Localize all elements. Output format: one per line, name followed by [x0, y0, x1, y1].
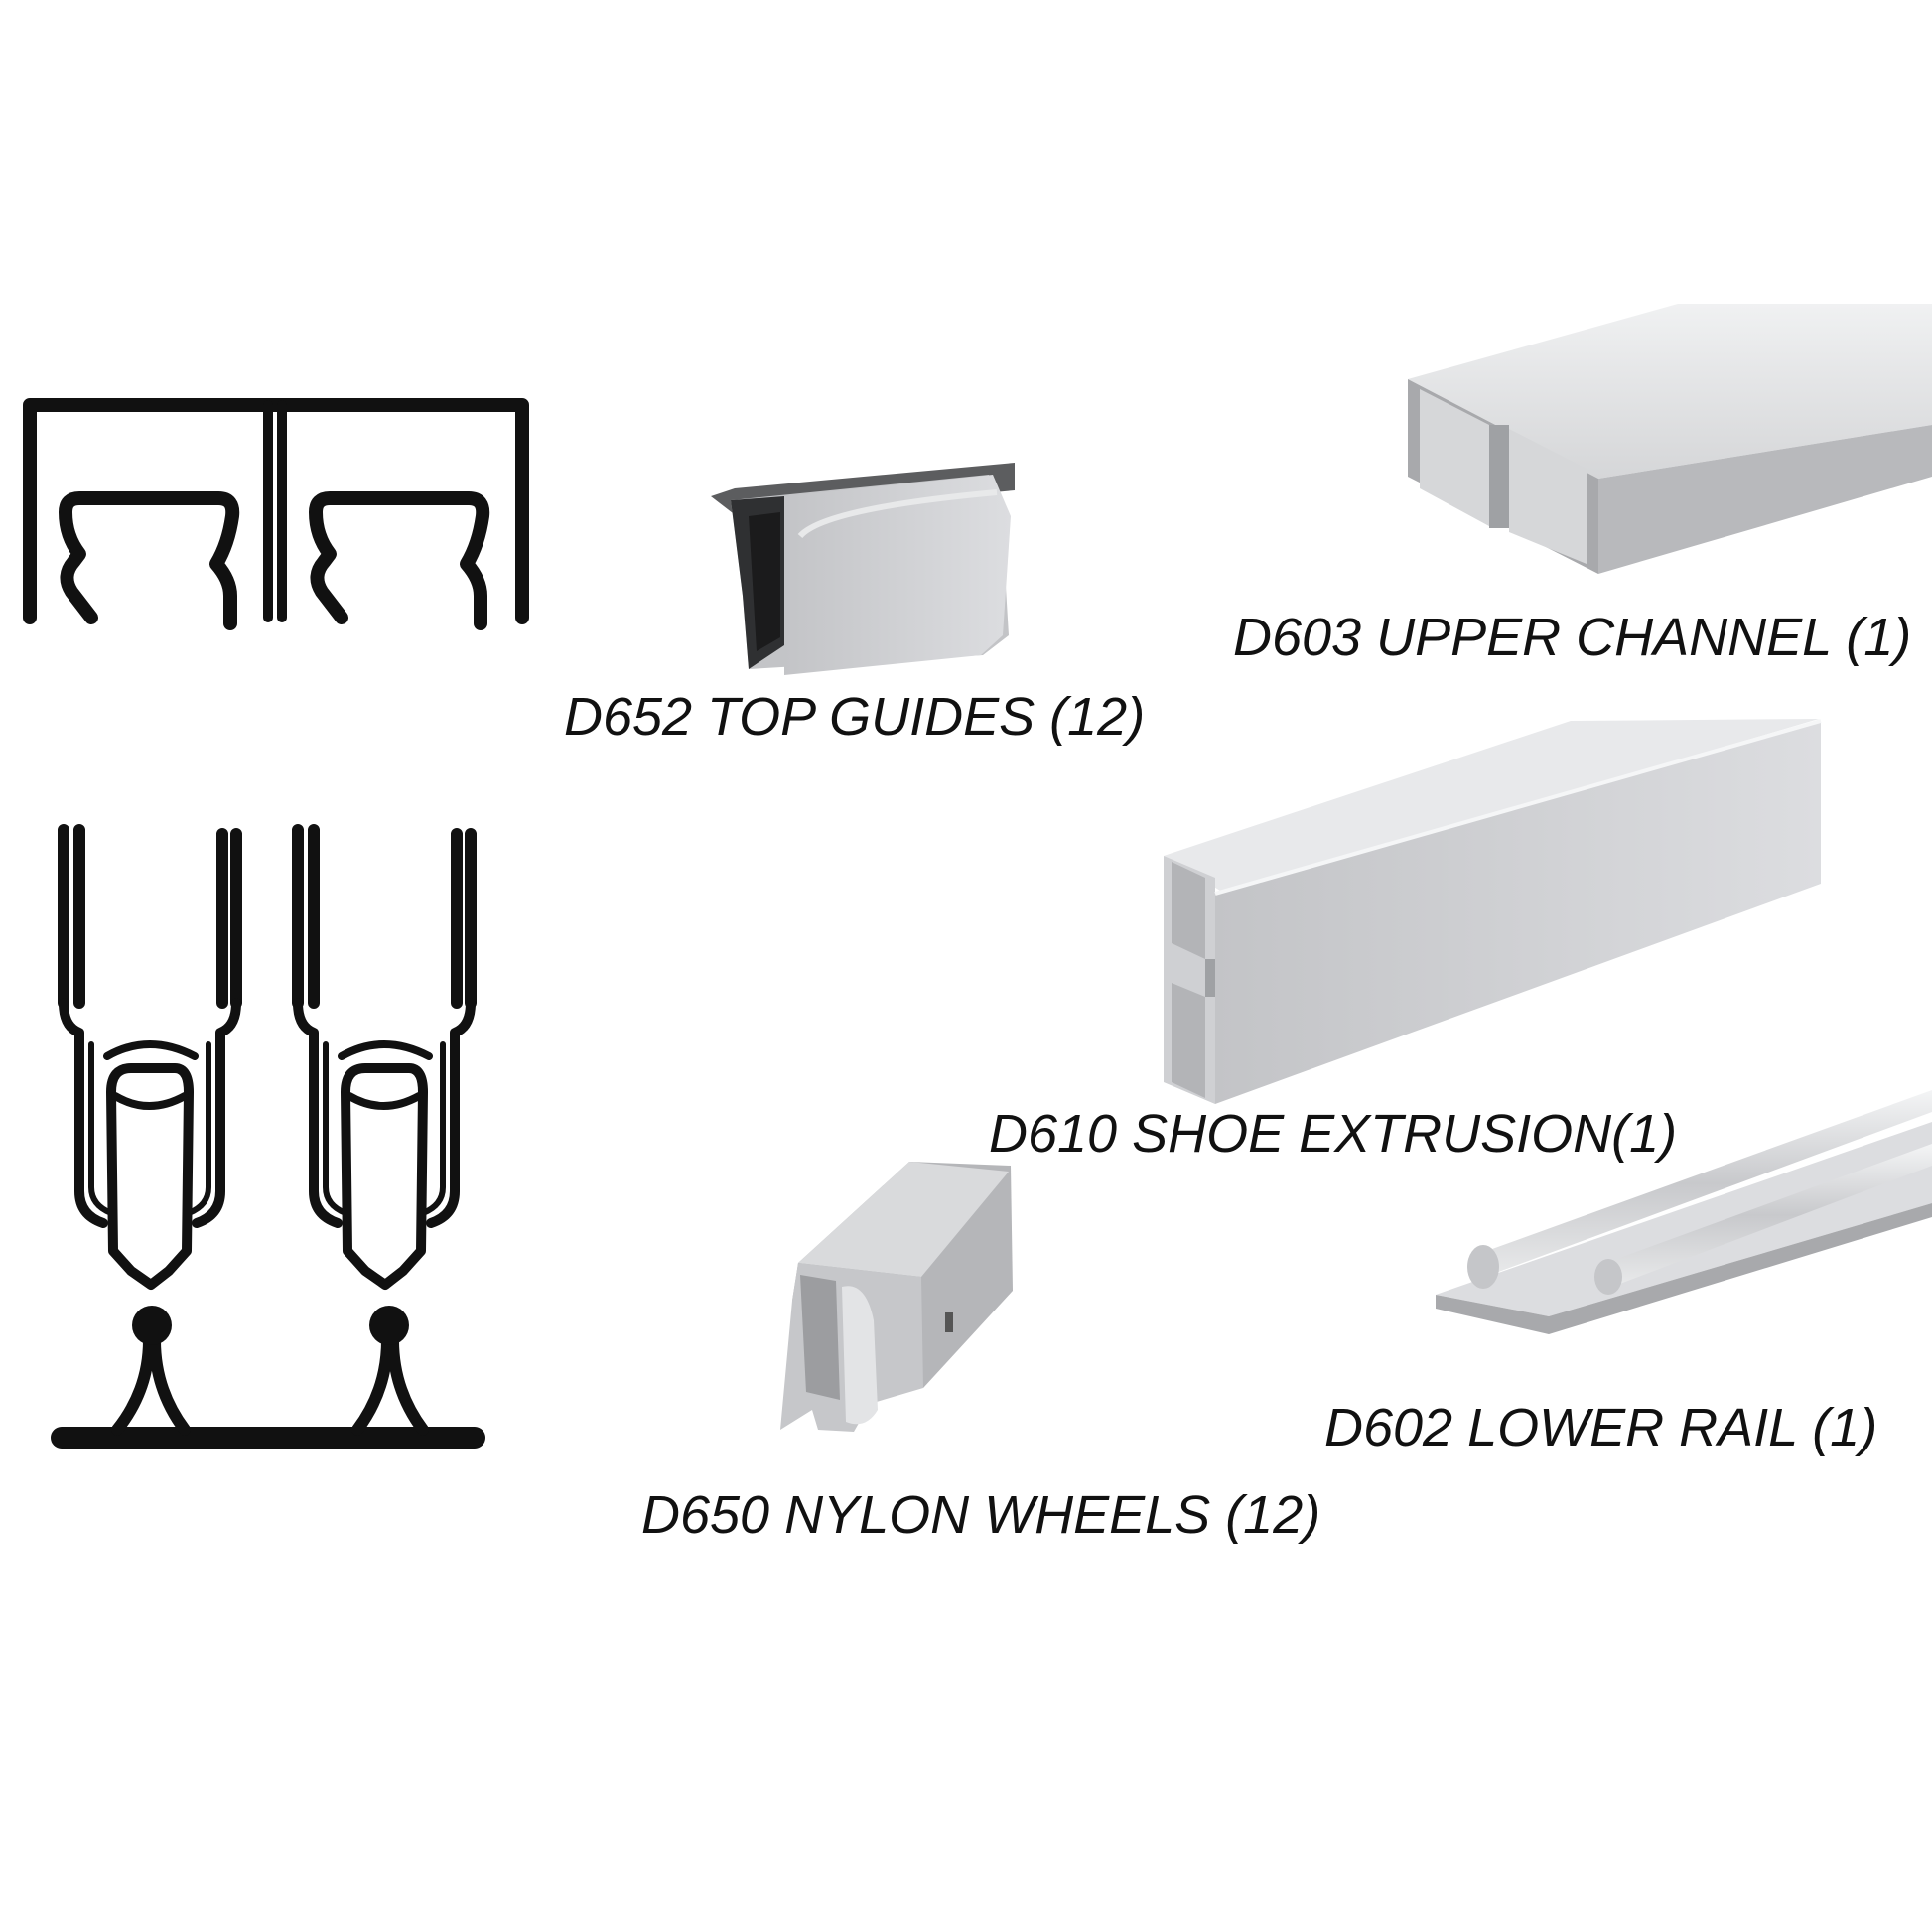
lower-rail-icon: [1436, 1090, 1932, 1334]
shoe-extrusion-icon: [1164, 719, 1822, 1104]
label-top-guides: D652 TOP GUIDES (12): [564, 687, 1145, 747]
label-upper-channel: D603 UPPER CHANNEL (1): [1233, 608, 1911, 667]
label-lower-rail: D602 LOWER RAIL (1): [1324, 1398, 1877, 1457]
label-shoe-extrusion: D610 SHOE EXTRUSION(1): [989, 1104, 1677, 1164]
label-nylon-wheels: D650 NYLON WHEELS (12): [641, 1485, 1320, 1545]
top-guide-icon: [711, 463, 1015, 675]
nylon-wheel-icon: [780, 1162, 1013, 1432]
upper-channel-profile-icon: [23, 398, 529, 630]
rail-ridge-right-icon: [369, 1306, 409, 1345]
lower-rail-profile-icon: [51, 824, 485, 1449]
rail-ridge-left-icon: [132, 1306, 172, 1345]
upper-channel-icon: [1408, 304, 1932, 574]
